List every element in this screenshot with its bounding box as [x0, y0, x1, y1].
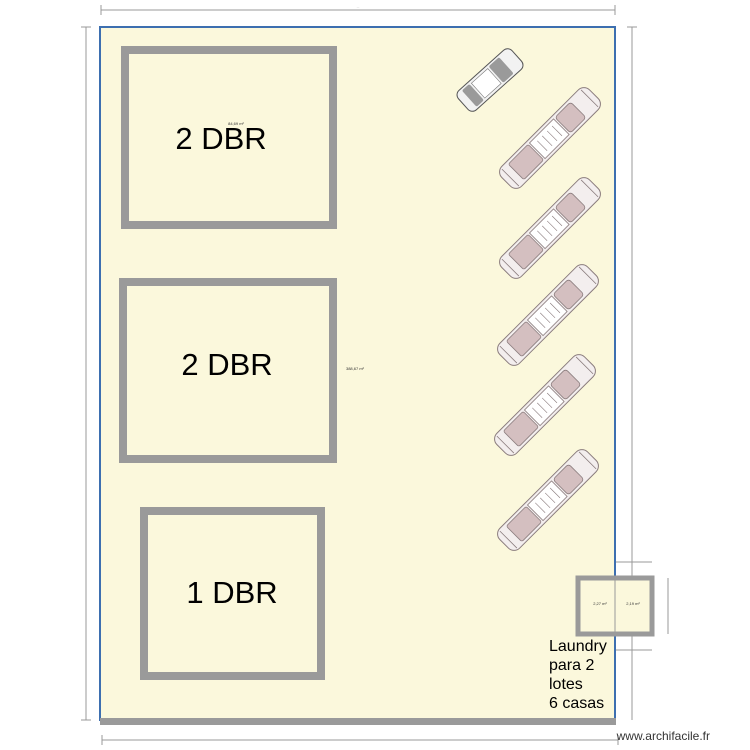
- room-2dbr-top: 84,69 m² 2 DBR: [121, 46, 337, 229]
- note-line: Laundry: [549, 638, 607, 655]
- room-2dbr-middle: 2 DBR: [119, 278, 337, 463]
- room-label: 2 DBR: [175, 121, 266, 156]
- note-line: lotes: [549, 676, 583, 693]
- watermark: www.archifacile.fr: [616, 729, 710, 743]
- laundry-note: Laundry para 2 lotes 6 casas: [549, 638, 607, 712]
- dimension-lines: [81, 5, 669, 745]
- laundry-area-right: 2,19 m²: [626, 601, 640, 606]
- note-line: 6 casas: [549, 695, 604, 712]
- room-label: 2 DBR: [181, 347, 272, 382]
- dim-top-label: …: [357, 5, 360, 9]
- room-area-label: 84,69 m²: [228, 121, 244, 126]
- room-1dbr: 1 DBR: [140, 507, 325, 680]
- note-line: para 2: [549, 657, 594, 674]
- laundry-area-left: 2,27 m²: [593, 601, 607, 606]
- laundry-room: 2,27 m² 2,19 m²: [575, 575, 655, 637]
- room-label: 1 DBR: [186, 575, 277, 610]
- bottom-wall: [100, 718, 616, 725]
- lot-area-label: 388,67 m²: [346, 366, 365, 371]
